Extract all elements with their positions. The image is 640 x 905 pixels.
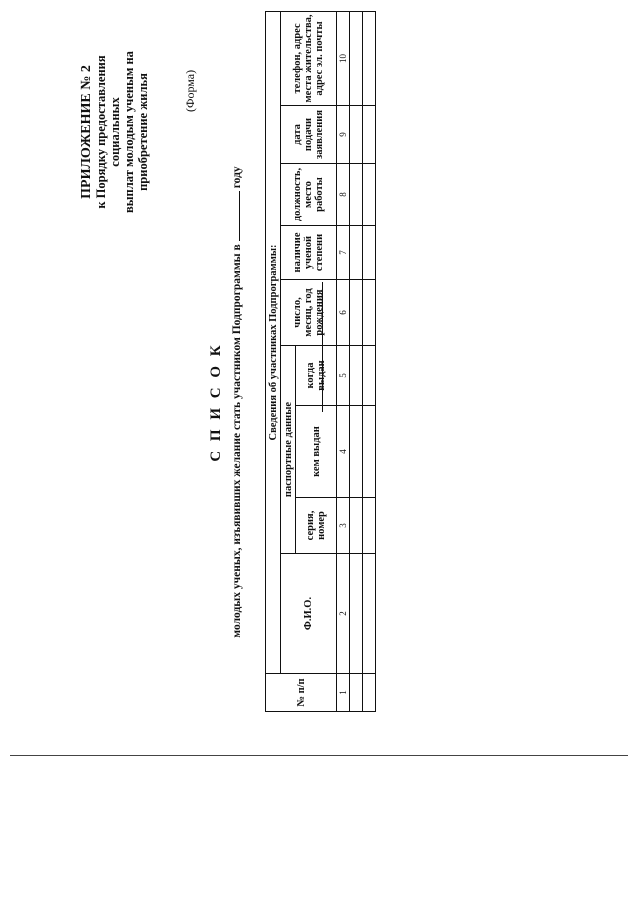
table-cell[interactable] [362,405,376,498]
table-cell[interactable] [362,673,376,712]
page-subtitle: молодых ученых, изъявивших желание стать… [230,92,243,712]
table-cell[interactable] [349,11,363,106]
column-number: 7 [336,225,350,280]
appendix-line: к Порядку предоставления социальных [94,55,122,209]
page-bottom-rule [10,755,628,756]
header-num: № п/п [265,673,337,712]
table-cell[interactable] [349,673,363,712]
appendix-heading: ПРИЛОЖЕНИЕ № 2 [79,65,94,199]
column-number: 4 [336,405,350,498]
header-series-number: серия, номер [295,497,337,554]
header-degree: наличие ученой степени [280,225,337,280]
header-issued-by: кем выдан [295,405,337,498]
year-blank-line [230,191,240,242]
table-cell[interactable] [362,225,376,280]
participants-table: № п/п Сведения об участниках Подпрограмм… [265,11,376,712]
header-issued-date: когда выдан [295,345,337,406]
table-cell[interactable] [362,11,376,106]
table-cell[interactable] [362,279,376,346]
header-position: должность, место работы [280,163,337,226]
header-application-date: дата подачи заявления [280,105,337,164]
header-info-group: Сведения об участниках Подпрограммы: [265,11,281,674]
header-birth-date: число, месяц, год рождения [280,279,337,346]
column-number: 2 [336,553,350,674]
table-row [349,11,363,712]
table-cell[interactable] [362,553,376,674]
appendix-line: приобретение жилья [136,73,150,191]
form-note: (Форма) [183,69,197,112]
subtitle-suffix: году [231,166,243,189]
table-cell[interactable] [362,345,376,406]
table-cell[interactable] [349,497,363,554]
table-cell[interactable] [362,105,376,164]
header-contacts: телефон, адрес места жительства, адрес э… [280,11,337,106]
page-title: С П И С О К [208,342,224,462]
column-number-row: 1 2 3 4 5 6 7 8 9 10 [336,11,350,712]
column-number: 3 [336,497,350,554]
table-cell[interactable] [362,497,376,554]
table-cell[interactable] [349,279,363,346]
column-number: 6 [336,279,350,346]
table-cell[interactable] [349,225,363,280]
table-cell[interactable] [349,405,363,498]
appendix-line: выплат молодым ученым на [122,51,136,213]
rotated-form-page: ПРИЛОЖЕНИЕ № 2 к Порядку предоставления … [79,11,380,712]
column-number: 10 [336,11,350,106]
header-fio: Ф.И.О. [280,553,337,674]
appendix-block: ПРИЛОЖЕНИЕ № 2 к Порядку предоставления … [79,22,150,242]
table-cell[interactable] [349,345,363,406]
subtitle-text: молодых ученых, изъявивших желание стать… [231,244,243,638]
table-cell[interactable] [362,163,376,226]
header-passport-group: паспортные данные [280,345,296,554]
column-number: 8 [336,163,350,226]
table-cell[interactable] [349,163,363,226]
table-cell[interactable] [349,105,363,164]
column-number: 5 [336,345,350,406]
column-number: 9 [336,105,350,164]
table-row [362,11,376,712]
column-number: 1 [336,673,350,712]
table-cell[interactable] [349,553,363,674]
